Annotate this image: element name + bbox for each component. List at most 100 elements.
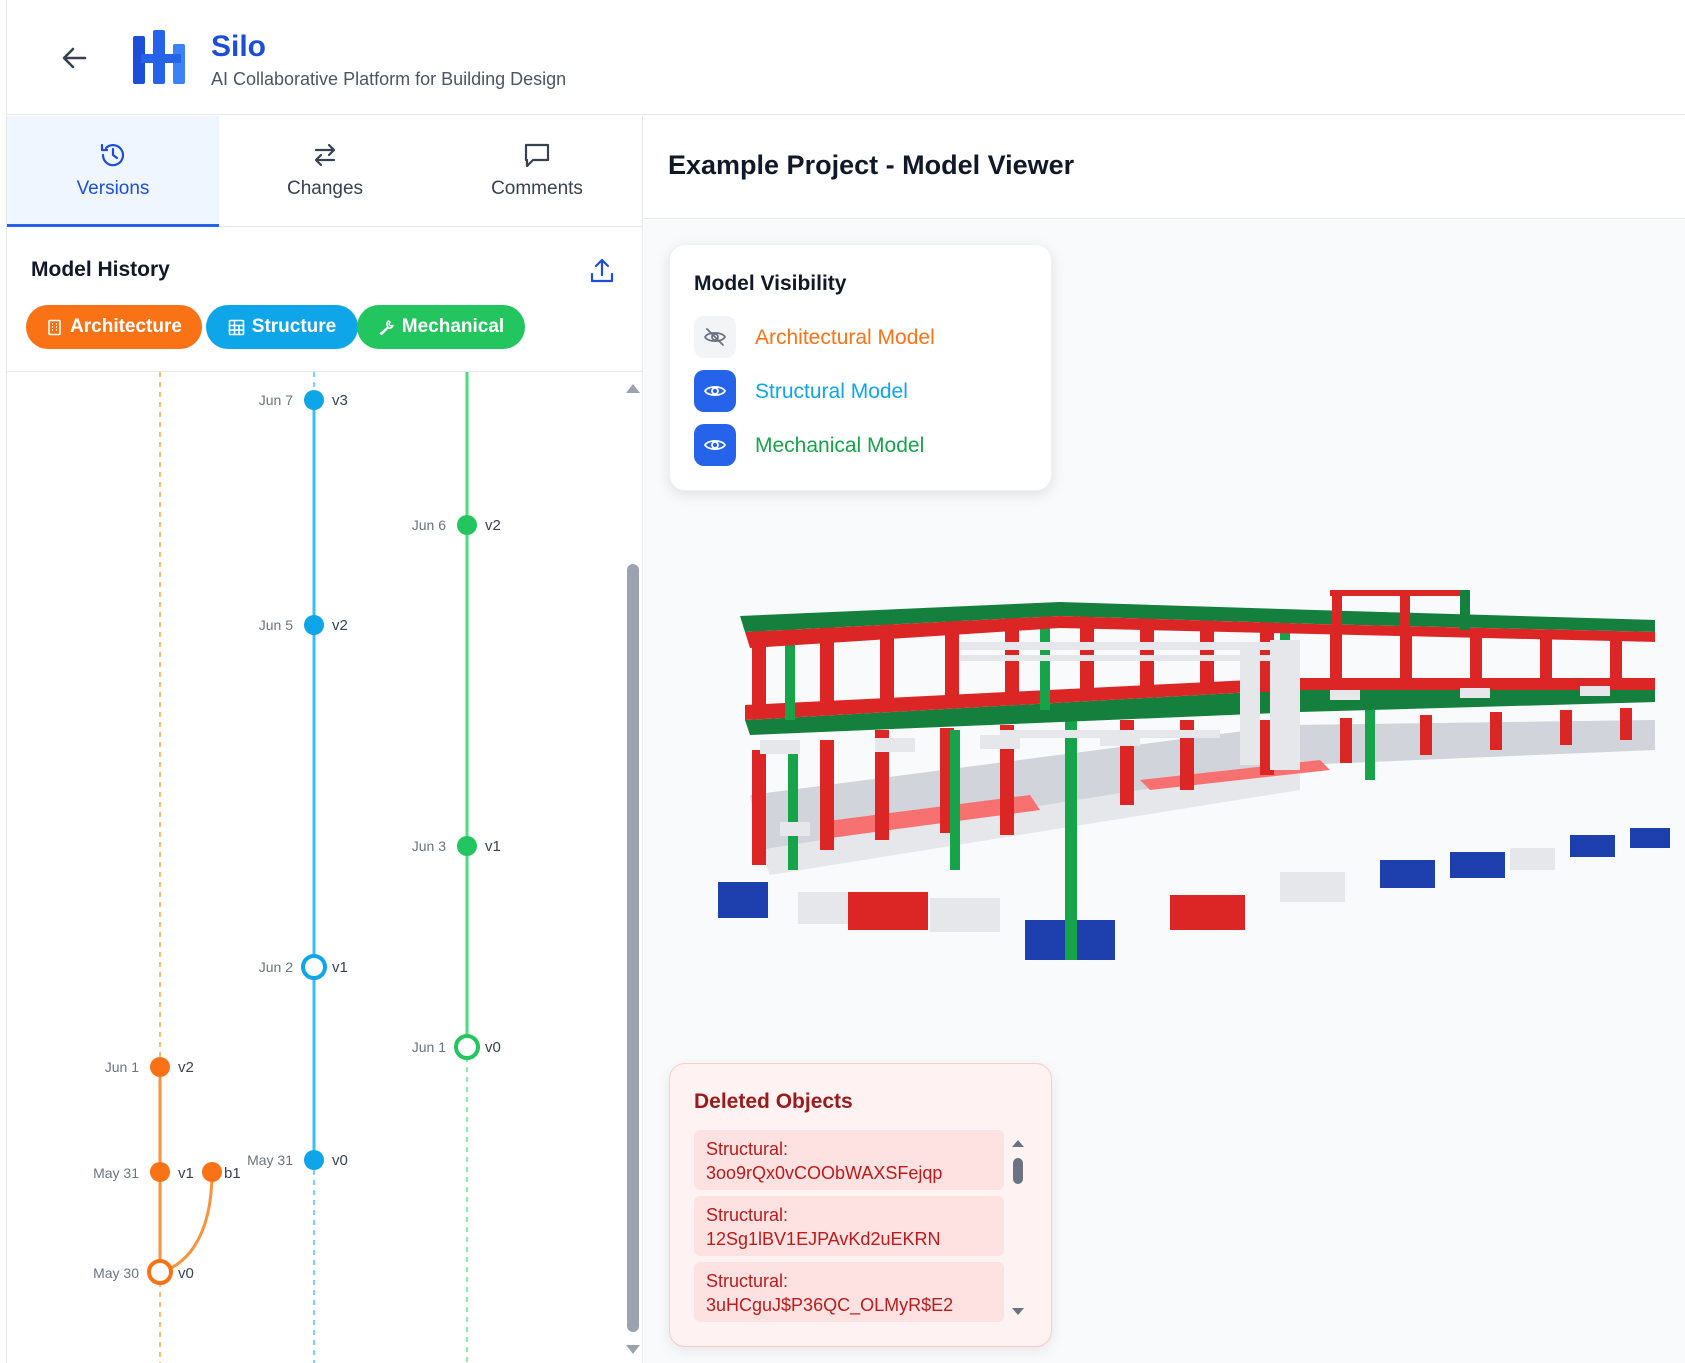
mech-version-v2: v2 [485, 517, 501, 534]
mech-node-v1[interactable] [457, 836, 477, 856]
swap-arrows-icon [314, 143, 336, 167]
arrow-left-icon [62, 47, 87, 69]
viewer-title: Example Project - Model Viewer [668, 150, 1075, 180]
history-title: Model History [31, 258, 170, 281]
arch-node-v1[interactable] [150, 1162, 170, 1182]
deleted-object-item[interactable]: Structural: 3oo9rQx0vCOObWAXSFejqp [694, 1130, 1004, 1190]
scroll-thumb[interactable] [1013, 1158, 1023, 1184]
building-model-render[interactable] [700, 590, 1675, 970]
app-header: Silo AI Collaborative Platform for Build… [6, 0, 1685, 115]
visibility-label: Mechanical Model [755, 434, 925, 457]
mech-date-v2: Jun 6 [412, 517, 446, 533]
deleted-object-type: Structural: [706, 1271, 789, 1291]
mech-date-v1: Jun 3 [412, 838, 446, 854]
silo-logo-icon [133, 30, 185, 84]
mech-node-v0[interactable] [454, 1034, 480, 1060]
grid-icon [228, 319, 245, 335]
version-graph-svg: Jun 1 v2 May 31 v1 b1 May 30 v0 Jun 7 v3… [93, 372, 501, 1363]
filter-label: Mechanical [401, 316, 505, 337]
visibility-toggle-mechanical[interactable]: Mechanical Model [694, 424, 1024, 466]
deleted-objects-list: Structural: 3oo9rQx0vCOObWAXSFejqp Struc… [694, 1130, 1004, 1325]
deleted-objects-card: Deleted Objects Structural: 3oo9rQx0vCOO… [669, 1063, 1052, 1347]
mech-version-v1: v1 [485, 838, 501, 855]
history-scrollbar[interactable] [623, 372, 643, 1363]
struct-date-v0: May 31 [247, 1152, 293, 1168]
mech-node-v2[interactable] [457, 515, 477, 535]
app-subtitle: AI Collaborative Platform for Building D… [211, 69, 567, 89]
filter-mechanical[interactable]: Mechanical [357, 305, 525, 349]
filter-label: Architecture [70, 316, 182, 337]
arch-node-v2[interactable] [150, 1057, 170, 1077]
tab-label: Comments [491, 178, 583, 199]
scroll-down-icon[interactable] [626, 1345, 640, 1354]
visibility-title: Model Visibility [694, 272, 847, 295]
eye-off-icon [703, 328, 727, 346]
filter-structure[interactable]: Structure [206, 305, 358, 349]
filter-label: Structure [251, 316, 337, 337]
history-icon [100, 143, 125, 167]
visibility-label: Architectural Model [755, 326, 935, 349]
struct-node-v2[interactable] [304, 615, 324, 635]
visibility-button[interactable] [694, 424, 736, 466]
tab-label: Versions [76, 178, 150, 199]
message-square-icon [524, 143, 550, 168]
deleted-object-type: Structural: [706, 1139, 789, 1159]
struct-node-v3[interactable] [304, 390, 324, 410]
deleted-object-id: 3uHCguJ$P36QC_OLMyR$E2 [706, 1295, 954, 1315]
struct-node-v1[interactable] [301, 954, 327, 980]
filter-architecture[interactable]: Architecture [26, 305, 202, 349]
deleted-objects-title: Deleted Objects [694, 1090, 853, 1113]
arch-node-b1[interactable] [202, 1162, 222, 1182]
deleted-object-item[interactable]: Structural: 3uHCguJ$P36QC_OLMyR$E2 [694, 1262, 1004, 1322]
scroll-up-icon[interactable] [1012, 1140, 1024, 1147]
arch-version-v0: v0 [178, 1265, 194, 1282]
mech-version-v0: v0 [485, 1039, 501, 1056]
tab-bar: Versions Changes Comments [7, 116, 643, 227]
eye-icon [703, 385, 727, 397]
eye-icon [703, 439, 727, 451]
visibility-label: Structural Model [755, 380, 908, 403]
struct-version-v2: v2 [332, 617, 348, 634]
model-visibility-card: Model Visibility Architectural Model Str… [669, 244, 1052, 491]
app-title: Silo [211, 30, 267, 63]
version-graph: Jun 1 v2 May 31 v1 b1 May 30 v0 Jun 7 v3… [7, 371, 643, 1363]
struct-version-v1: v1 [332, 959, 348, 976]
tab-label: Changes [286, 178, 364, 199]
history-panel: Versions Changes Comments Model History [6, 116, 643, 1363]
arch-version-v2: v2 [178, 1059, 194, 1076]
tab-comments[interactable]: Comments [431, 116, 643, 227]
struct-date-v3: Jun 7 [259, 392, 293, 408]
export-button[interactable] [587, 256, 617, 286]
arch-version-v1: v1 [178, 1165, 194, 1182]
arch-version-b1: b1 [224, 1165, 241, 1182]
tab-versions[interactable]: Versions [7, 116, 219, 227]
deleted-object-id: 12Sg1lBV1EJPAvKd2uEKRN [706, 1229, 941, 1249]
visibility-button[interactable] [694, 316, 736, 358]
upload-icon [590, 258, 614, 283]
scroll-down-icon[interactable] [1012, 1308, 1024, 1315]
building-icon [48, 319, 61, 335]
back-button[interactable] [55, 38, 95, 78]
deleted-objects-scrollbar[interactable] [1008, 1130, 1028, 1325]
viewer-header [644, 116, 1685, 219]
wrench-icon [379, 319, 394, 335]
arch-node-v0[interactable] [147, 1259, 173, 1285]
arch-date-v1: May 31 [93, 1165, 139, 1181]
mech-date-v0: Jun 1 [412, 1039, 446, 1055]
struct-date-v2: Jun 5 [259, 617, 293, 633]
visibility-toggle-structural[interactable]: Structural Model [694, 370, 1024, 412]
tab-changes[interactable]: Changes [219, 116, 431, 227]
visibility-button[interactable] [694, 370, 736, 412]
deleted-object-type: Structural: [706, 1205, 789, 1225]
deleted-object-item[interactable]: Structural: 12Sg1lBV1EJPAvKd2uEKRN [694, 1196, 1004, 1256]
scroll-thumb[interactable] [627, 564, 639, 1332]
visibility-toggle-architectural[interactable]: Architectural Model [694, 316, 1024, 358]
arch-date-v0: May 30 [93, 1265, 139, 1281]
architecture-b1-merge [159, 1171, 214, 1274]
struct-version-v0: v0 [332, 1152, 348, 1169]
scroll-up-icon[interactable] [626, 384, 640, 393]
struct-version-v3: v3 [332, 392, 348, 409]
struct-node-v0[interactable] [304, 1150, 324, 1170]
struct-date-v1: Jun 2 [259, 959, 293, 975]
